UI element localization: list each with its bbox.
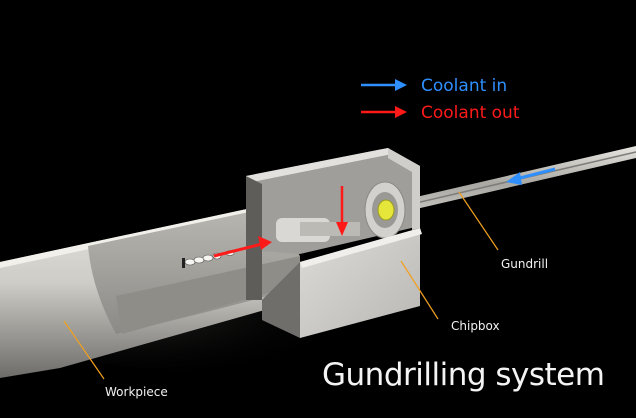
gundrill-leader <box>458 191 499 251</box>
chipbox <box>246 148 422 338</box>
legend-coolant-in-label: Coolant in <box>421 76 508 96</box>
coolant-out-flow <box>213 186 348 258</box>
workpiece-leader <box>63 320 105 380</box>
legend-coolant-out-label: Coolant out <box>421 103 520 123</box>
diagram-title: Gundrilling system <box>322 357 605 393</box>
coolant-in-flow <box>506 167 556 185</box>
workpiece-label: Workpiece <box>105 385 168 399</box>
chipbox-leader <box>400 260 439 320</box>
gundrill-label: Gundrill <box>501 257 549 271</box>
legend-coolant-out-arrow <box>361 106 407 118</box>
chipbox-label: Chipbox <box>451 319 500 333</box>
bushing <box>377 199 395 221</box>
legend-coolant-in-arrow <box>361 79 407 91</box>
